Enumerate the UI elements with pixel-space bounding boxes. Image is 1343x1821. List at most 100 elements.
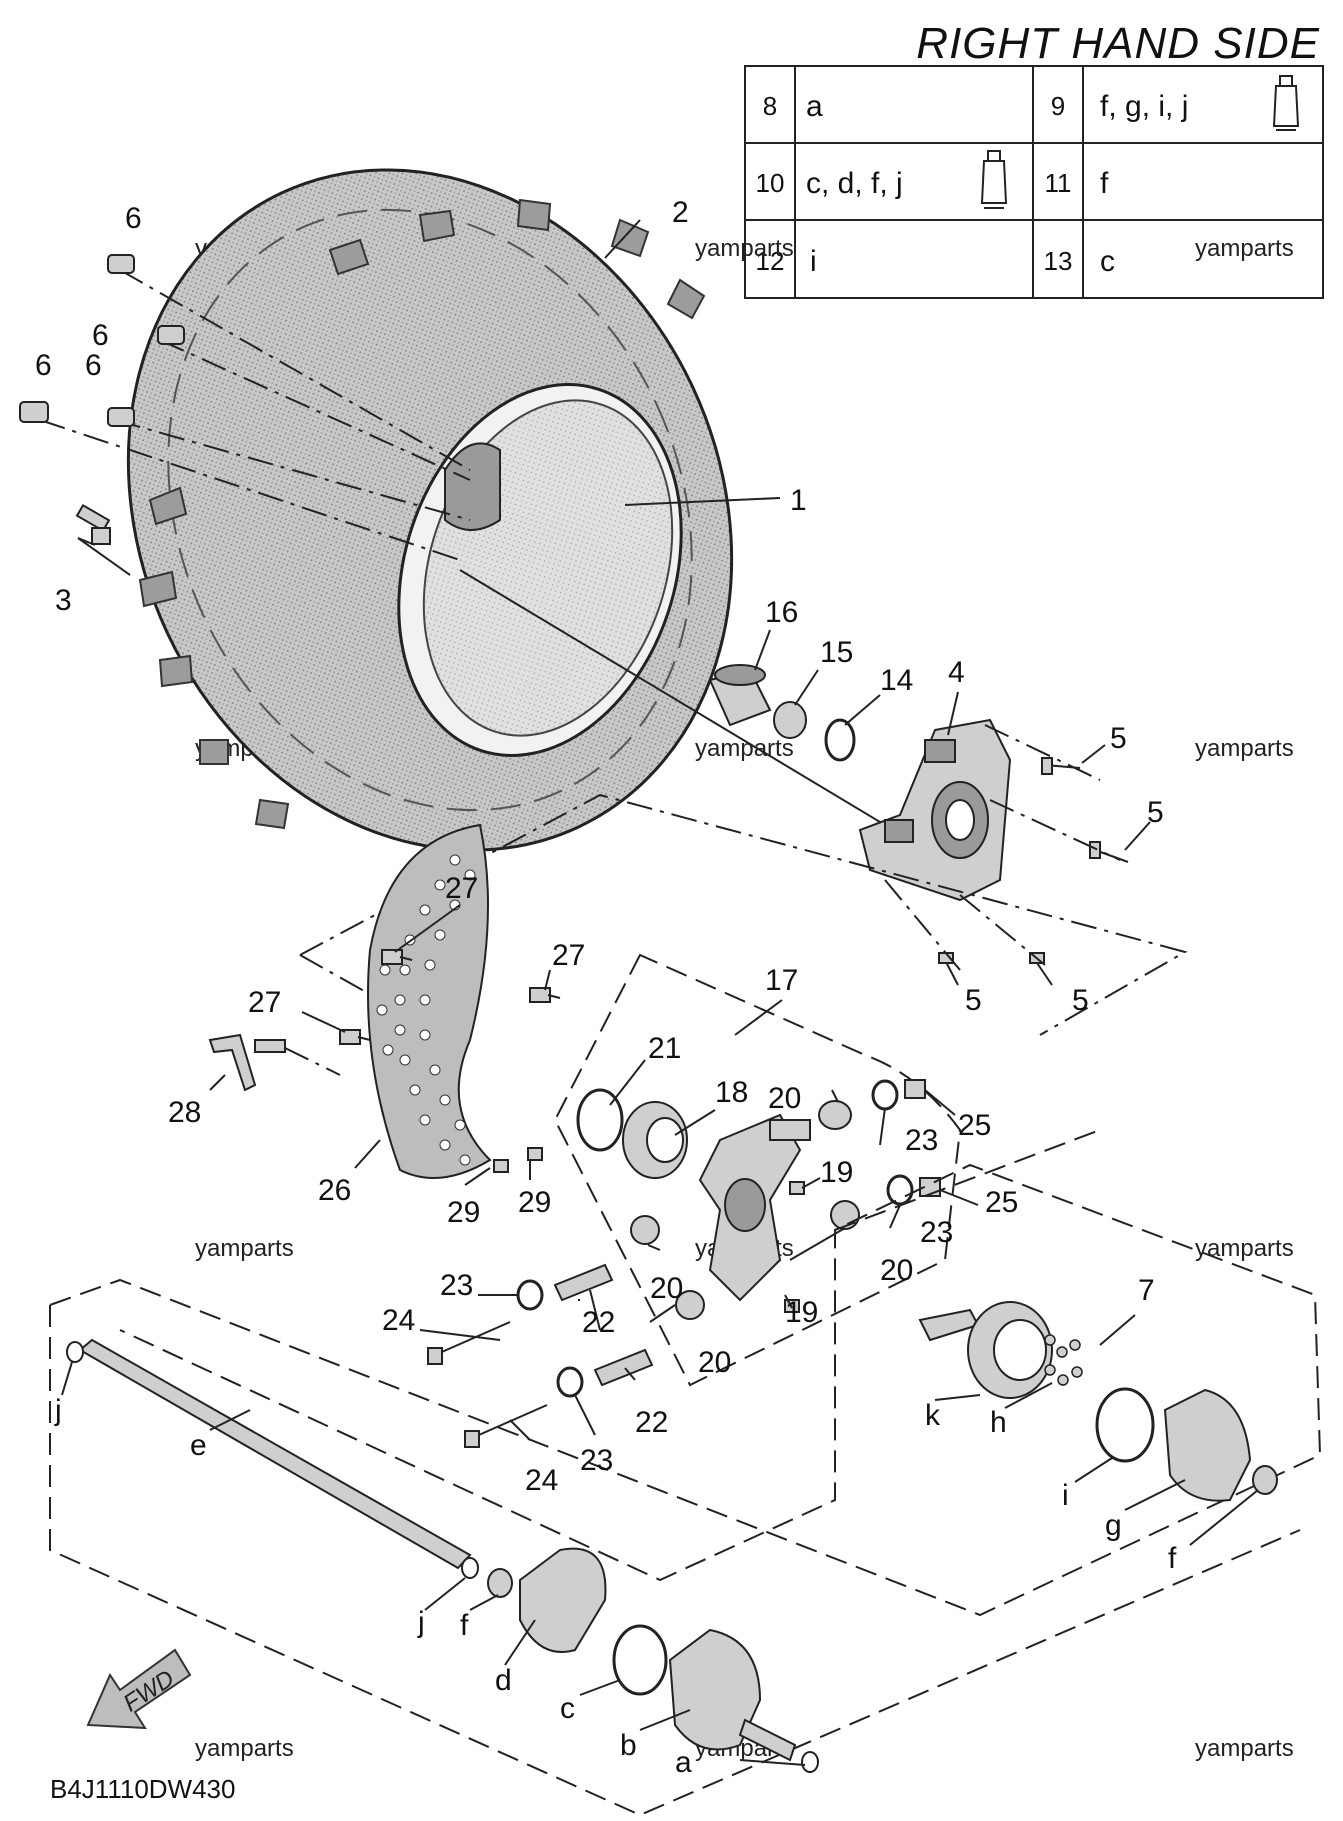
callout-24: 24 [382, 1304, 415, 1337]
callout-29: 29 [447, 1196, 480, 1229]
collar [773, 701, 807, 739]
table-cell-10: 10 c, d, f, j [756, 150, 1008, 209]
callout-20: 20 [650, 1272, 683, 1305]
table-letters: c, d, f, j [806, 167, 903, 200]
circlip [461, 1557, 479, 1579]
grease-nipple [789, 1181, 805, 1195]
diagram-title: RIGHT HAND SIDE [916, 19, 1320, 68]
watermark: yamparts [195, 1735, 294, 1762]
callout-19: 19 [820, 1156, 853, 1189]
callout-h: h [990, 1406, 1007, 1439]
table-number: 13 [1044, 246, 1073, 276]
callout-d: d [495, 1664, 512, 1697]
collar-sleeve [593, 1348, 654, 1387]
callout-14: 14 [880, 664, 913, 697]
boot-band-large [612, 1624, 668, 1696]
grease-tube-icon [980, 150, 1008, 209]
callout-20: 20 [698, 1346, 731, 1379]
table-cell-8: 8 a [763, 90, 823, 123]
grease-tube-icon [1272, 75, 1300, 131]
circlip [801, 1751, 819, 1773]
disc-bolt [529, 987, 561, 1003]
callout-18: 18 [715, 1076, 748, 1109]
callout-c: c [560, 1692, 575, 1725]
callout-i: i [1062, 1479, 1069, 1512]
table-number: 10 [756, 168, 785, 198]
callout-27: 27 [248, 986, 281, 1019]
callout-20: 20 [768, 1082, 801, 1115]
callout-20: 20 [880, 1254, 913, 1287]
cv-joint-outer [668, 1628, 797, 1762]
callout-6: 6 [35, 349, 52, 382]
callout-15: 15 [820, 636, 853, 669]
watermark: yamparts [695, 735, 794, 762]
callout-27: 27 [445, 872, 478, 905]
watermark: yamparts [1195, 1235, 1294, 1262]
caliper-bolt [493, 1159, 509, 1173]
callout-19: 19 [785, 1296, 818, 1329]
callout-23: 23 [905, 1124, 938, 1157]
knuckle-bolt [427, 1321, 511, 1365]
table-number: 8 [763, 91, 777, 121]
callout-b: b [620, 1729, 637, 1762]
brake-disc [367, 823, 492, 1179]
table-letters: f [1100, 167, 1109, 200]
boot-band-small [487, 1568, 513, 1598]
table-letters: i [810, 245, 817, 278]
callout-6: 6 [125, 202, 142, 235]
callout-23: 23 [920, 1216, 953, 1249]
spacer-sleeve [708, 664, 772, 727]
callout-25: 25 [958, 1109, 991, 1142]
watermark: yamparts [695, 235, 794, 262]
watermark: yamparts [1195, 735, 1294, 762]
bushing [830, 1200, 860, 1230]
callout-16: 16 [765, 596, 798, 629]
circlip [576, 1088, 624, 1152]
table-cell-13: 13 c [1044, 245, 1115, 278]
callout-f: f [1168, 1542, 1177, 1575]
callout-1: 1 [790, 484, 807, 517]
wheel-bearing [622, 1101, 688, 1179]
washer [886, 1174, 914, 1206]
valve-stem [75, 503, 111, 545]
watermark: yamparts [1195, 235, 1294, 262]
callout-26: 26 [318, 1174, 351, 1207]
table-number: 11 [1045, 168, 1072, 198]
callout-23: 23 [440, 1269, 473, 1302]
callout-25: 25 [985, 1186, 1018, 1219]
callout-22: 22 [635, 1406, 668, 1439]
callout-17: 17 [765, 964, 798, 997]
wheel-nut [107, 407, 135, 427]
boot-band-large [1095, 1387, 1155, 1463]
callout-2: 2 [672, 196, 689, 229]
hub-bolt [1029, 952, 1053, 986]
washer [824, 718, 856, 762]
knuckle-bolt [464, 1404, 548, 1448]
callout-5: 5 [965, 984, 982, 1017]
forward-direction-arrow: FWD [86, 1648, 192, 1730]
table-cell-11: 11 f [1045, 167, 1110, 200]
cv-boot-inner [519, 1547, 607, 1653]
watermark: yamparts [1195, 1735, 1294, 1762]
callout-g: g [1105, 1509, 1122, 1542]
disc-bolt [339, 1029, 371, 1045]
wheel-hub [858, 718, 1012, 902]
callout-27: 27 [552, 939, 585, 972]
caliper-bolt [527, 1147, 543, 1161]
circlip [66, 1341, 84, 1363]
callout-k: k [925, 1399, 941, 1432]
callout-23: 23 [580, 1444, 613, 1477]
bushing [675, 1290, 705, 1320]
wheel-nut [157, 325, 185, 345]
callout-4: 4 [948, 656, 965, 689]
callout-j: j [54, 1394, 62, 1427]
callout-e: e [190, 1429, 207, 1462]
wheel-nut [19, 401, 49, 423]
cotter-pin-tool [208, 1033, 286, 1092]
cv-ball-set [1044, 1334, 1083, 1386]
callout-28: 28 [168, 1096, 201, 1129]
washer [556, 1366, 584, 1398]
collar-sleeve [553, 1263, 614, 1302]
callout-leaders [61, 219, 1259, 1766]
